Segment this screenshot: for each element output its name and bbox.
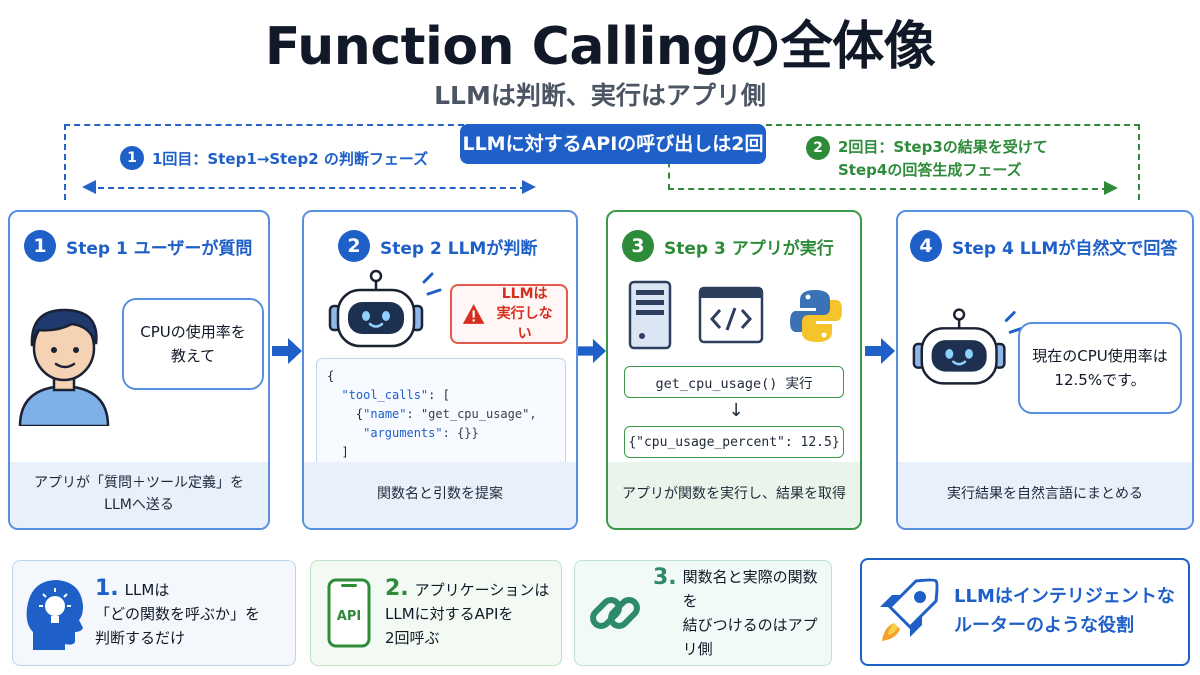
takeaway-card-1: 1. LLMは 「どの関数を呼ぶか」を 判断するだけ bbox=[12, 560, 296, 666]
rocket-icon bbox=[880, 578, 939, 641]
phase2-label: 2 2回目：Step3の結果を受けて Step4の回答生成フェーズ bbox=[806, 136, 1048, 181]
step4-answer-bubble: 現在のCPU使用率は 12.5%です。 bbox=[1018, 322, 1182, 414]
step4-number: 4 bbox=[910, 230, 942, 262]
phase1-text: 1回目：Step1→Step2 の判断フェーズ bbox=[152, 149, 429, 168]
phase2-arrow-line bbox=[668, 188, 1108, 190]
code-key-name: "name" bbox=[363, 407, 407, 421]
takeaway-card-3: 3. 関数名と実際の関数を 結びつけるのはアプリ側 bbox=[574, 560, 832, 666]
code-obj-open: { bbox=[355, 407, 364, 421]
takeaway-2-line2: LLMに対するAPIを bbox=[385, 605, 514, 623]
phase2-number: 2 bbox=[806, 136, 830, 160]
step1-question-bubble: CPUの使用率を 教えて bbox=[122, 298, 264, 390]
page-subtitle: LLMは判断、実行はアプリ側 bbox=[434, 81, 766, 110]
takeaway-2-number: 2. bbox=[385, 576, 409, 601]
step3-number: 3 bbox=[622, 230, 654, 262]
phase1-label: 1 1回目：Step1→Step2 の判断フェーズ bbox=[120, 146, 428, 170]
takeaway-3-line1: 関数名と実際の関数を bbox=[682, 568, 818, 610]
function-result-box: {"cpu_usage_percent": 12.5} bbox=[624, 426, 844, 458]
tool-calls-code-block: { "tool_calls": [ {"name": "get_cpu_usag… bbox=[316, 358, 566, 478]
robot-icon bbox=[328, 269, 442, 348]
down-arrow-icon: ↓ bbox=[728, 400, 744, 421]
flow-arrow-icon bbox=[272, 338, 302, 364]
step3-card: 3 Step 3 アプリが実行 get_cpu_usage() 実行 ↓ {"c… bbox=[606, 210, 862, 530]
step4-bubble-line1: 現在のCPU使用率は bbox=[1032, 347, 1168, 365]
phase1-bracket bbox=[64, 124, 464, 200]
phase1-right-arrowhead-icon bbox=[522, 180, 536, 194]
step2-header: 2 Step 2 LLMが判断 bbox=[338, 230, 537, 262]
step1-bubble-line1: CPUの使用率を bbox=[140, 323, 246, 341]
step4-card: 4 Step 4 LLMが自然文で回答 現在のCPU使用率は 12.5%です。 … bbox=[896, 210, 1194, 530]
step1-title: Step 1 ユーザーが質問 bbox=[66, 238, 253, 259]
head-lightbulb-icon bbox=[26, 580, 84, 650]
step2-title: Step 2 LLMが判断 bbox=[380, 238, 538, 259]
code-val-name: : "get_cpu_usage", bbox=[406, 407, 537, 421]
phase1-number: 1 bbox=[120, 146, 144, 170]
step3-footer: アプリが関数を実行し、結果を取得 bbox=[608, 462, 860, 528]
takeaway-1-line1: LLMは bbox=[124, 581, 170, 599]
step2-footer: 関数名と引数を提案 bbox=[304, 462, 576, 528]
step4-title: Step 4 LLMが自然文で回答 bbox=[952, 238, 1178, 259]
step1-card: 1 Step 1 ユーザーが質問 CPUの使用率を 教えて アプリが「質問＋ツー… bbox=[8, 210, 270, 530]
step1-header: 1 Step 1 ユーザーが質問 bbox=[24, 230, 252, 262]
flow-arrow-icon bbox=[578, 338, 606, 364]
summary-card: LLMはインテリジェントな ルーターのような役割 bbox=[860, 558, 1190, 666]
code-key-args: "arguments" bbox=[363, 426, 443, 440]
step4-footer: 実行結果を自然言語にまとめる bbox=[898, 462, 1192, 528]
step2-card: 2 Step 2 LLMが判断 LLMは 実行しない { "tool_calls… bbox=[302, 210, 578, 530]
takeaway-1-line2: 「どの関数を呼ぶか」を bbox=[95, 605, 261, 623]
phase2-arrowhead-icon bbox=[1104, 181, 1118, 195]
python-icon bbox=[790, 290, 842, 342]
step1-bubble-line2: 教えて bbox=[170, 347, 216, 365]
code-open: { bbox=[327, 369, 335, 383]
summary-line1: LLMはインテリジェントな bbox=[954, 586, 1175, 608]
summary-line2: ルーターのような役割 bbox=[954, 615, 1134, 636]
step3-header: 3 Step 3 アプリが実行 bbox=[622, 230, 834, 262]
api-phone-icon: API bbox=[327, 578, 371, 648]
step4-header: 4 Step 4 LLMが自然文で回答 bbox=[910, 230, 1177, 262]
phase2-bracket bbox=[766, 124, 1140, 200]
phase1-arrow-line bbox=[88, 187, 526, 189]
code-window-icon bbox=[698, 286, 764, 344]
api-call-count-badge: LLMに対するAPIの呼び出しは2回 bbox=[460, 124, 766, 164]
takeaway-2-line1: アプリケーションは bbox=[414, 581, 550, 599]
phase2-text-line2: Step4の回答生成フェーズ bbox=[838, 160, 1022, 179]
flow-arrow-icon bbox=[865, 338, 895, 364]
phase1-left-arrowhead-icon bbox=[82, 180, 96, 194]
code-key-tool-calls: "tool_calls" bbox=[341, 388, 429, 402]
warning-icon bbox=[462, 304, 485, 324]
takeaway-3-number: 3. bbox=[653, 565, 677, 590]
step3-title: Step 3 アプリが実行 bbox=[664, 238, 834, 259]
step1-number: 1 bbox=[24, 230, 56, 262]
step2-number: 2 bbox=[338, 230, 370, 262]
step4-bubble-line2: 12.5%です。 bbox=[1054, 371, 1146, 389]
code-close-arr: ] bbox=[341, 445, 349, 459]
code-val-args: : {}} bbox=[442, 426, 479, 440]
code-after-tool-calls: : [ bbox=[428, 388, 450, 402]
robot-icon bbox=[912, 308, 1024, 385]
phase2-inner-line bbox=[668, 150, 670, 190]
step1-foot-line2: LLMへ送る bbox=[104, 497, 174, 513]
step1-foot-line1: アプリが「質問＋ツール定義」を bbox=[34, 475, 244, 492]
step1-footer: アプリが「質問＋ツール定義」を LLMへ送る bbox=[10, 462, 268, 528]
link-chain-icon bbox=[590, 597, 640, 629]
warn-line2: 実行しない bbox=[496, 305, 553, 343]
takeaway-2-line3: 2回呼ぶ bbox=[385, 629, 440, 647]
phase2-text-line1: 2回目：Step3の結果を受けて bbox=[838, 138, 1048, 156]
takeaway-1-line3: 判断するだけ bbox=[95, 629, 186, 647]
api-icon-label: API bbox=[337, 609, 361, 624]
function-call-box: get_cpu_usage() 実行 bbox=[624, 366, 844, 398]
warn-line1: LLMは bbox=[501, 285, 548, 302]
takeaway-1-number: 1. bbox=[95, 576, 119, 601]
page-title: Function Callingの全体像 bbox=[264, 17, 936, 77]
server-icon bbox=[628, 280, 672, 350]
takeaway-3-line2: 結びつけるのはアプリ側 bbox=[682, 616, 818, 658]
user-avatar-icon bbox=[18, 308, 110, 426]
takeaway-card-2: API 2. アプリケーションは LLMに対するAPIを 2回呼ぶ bbox=[310, 560, 562, 666]
llm-no-exec-warning: LLMは 実行しない bbox=[450, 284, 568, 344]
